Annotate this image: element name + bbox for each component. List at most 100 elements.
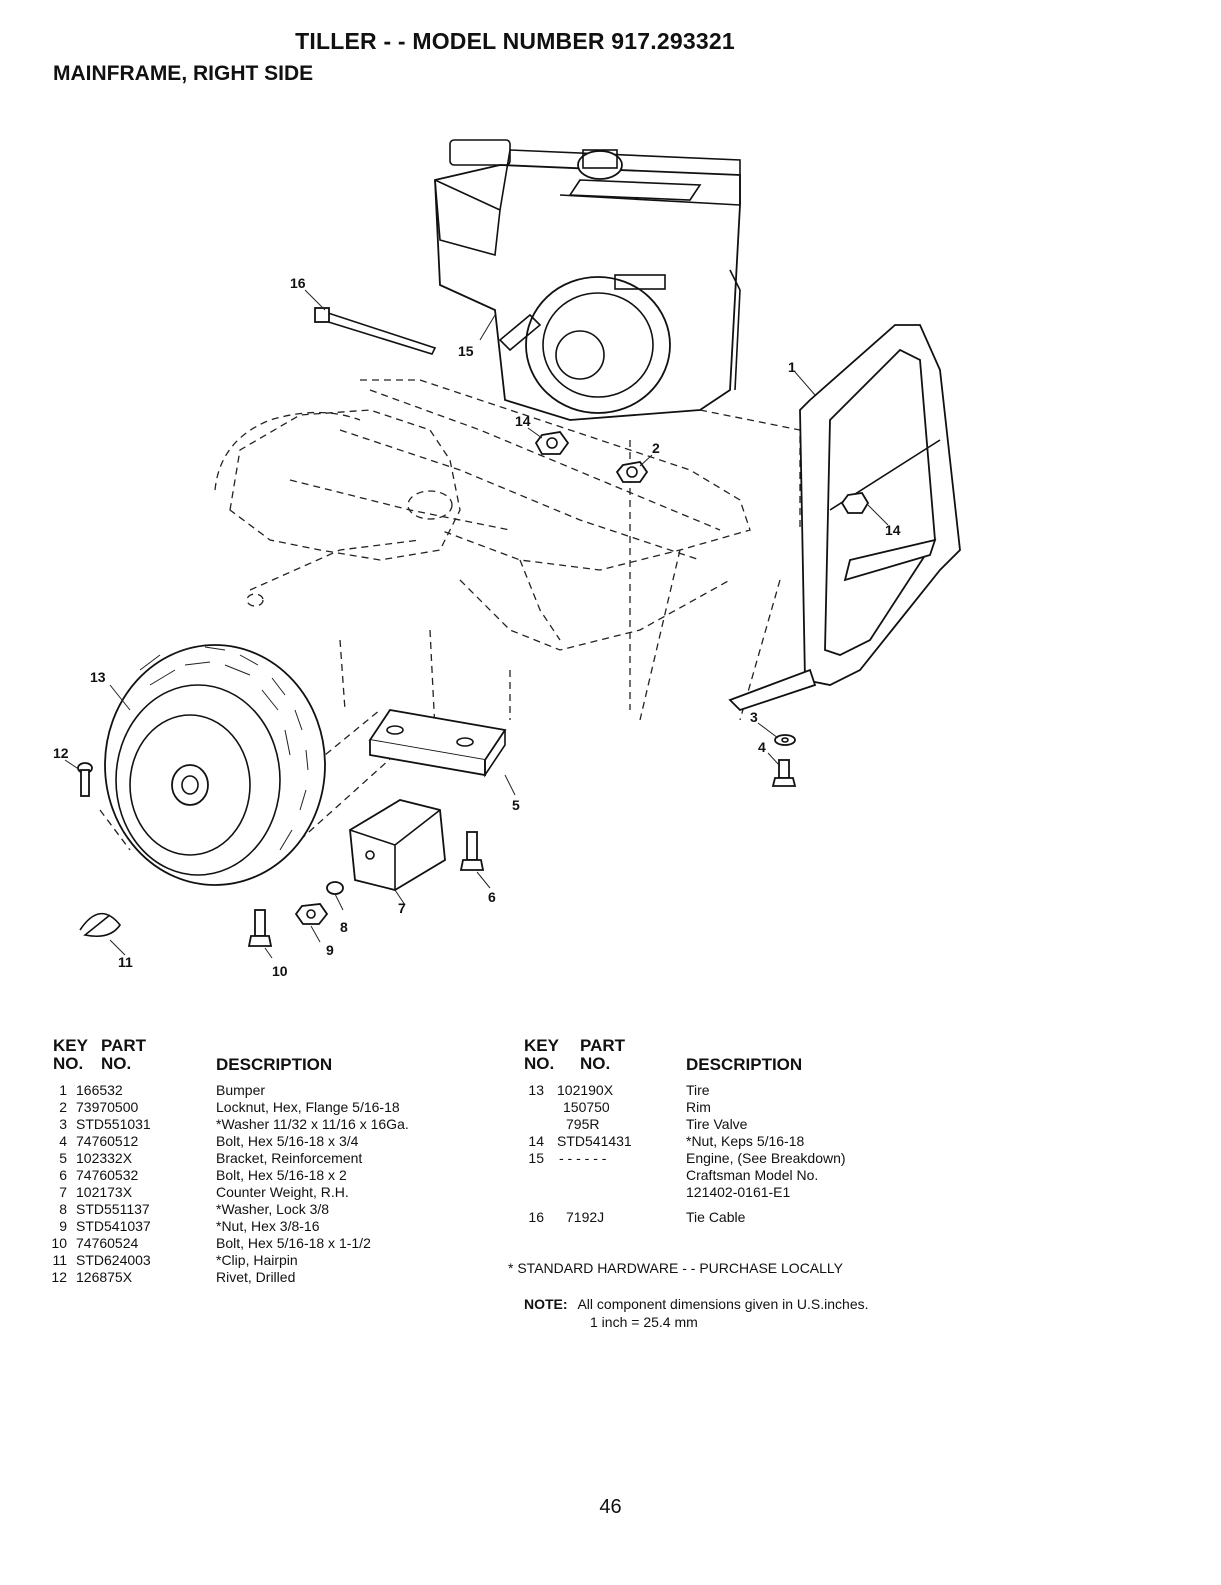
part-no: - - - - - - (559, 1150, 607, 1166)
lock-washer-8 (326, 881, 344, 895)
key-no: 3 (59, 1116, 67, 1132)
part-header-line1: PART (580, 1036, 626, 1055)
table-row: 15 - - - - - - Engine, (See Breakdown) (524, 1150, 984, 1167)
page-number: 46 (599, 1496, 622, 1518)
key-no: 5 (59, 1150, 67, 1166)
part-no: 74760532 (76, 1167, 139, 1183)
table-row: 121402-0161-E1 (524, 1184, 984, 1201)
part-description: Tie Cable (686, 1209, 746, 1225)
part-no: 102173X (76, 1184, 133, 1200)
part-description: Rim (686, 1099, 711, 1115)
description-header: DESCRIPTION (216, 1055, 333, 1074)
parts-table-left: KEY PART NO. NO. DESCRIPTION 1 166532 Bu… (51, 1036, 513, 1326)
part-no: STD551137 (76, 1201, 150, 1217)
part-no: 7192J (566, 1209, 605, 1225)
key-no: 8 (59, 1201, 67, 1217)
callout-8: 8 (340, 919, 348, 935)
keps-nut-14a (534, 431, 570, 455)
table-row: 2 73970500 Locknut, Hex, Flange 5/16-18 (53, 1099, 513, 1116)
part-no: 74760524 (76, 1235, 139, 1251)
note-line2: 1 inch = 25.4 mm (590, 1314, 698, 1330)
table-row: 16 7192J Tie Cable (524, 1209, 984, 1226)
key-no: 1 (59, 1082, 67, 1098)
key-no: 11 (52, 1252, 67, 1268)
description-header: DESCRIPTION (686, 1055, 803, 1074)
note-label: NOTE: (524, 1296, 568, 1312)
key-header-line1: KEY (53, 1036, 88, 1055)
table-row: 7 102173X Counter Weight, R.H. (53, 1184, 513, 1201)
washer-3 (774, 734, 796, 746)
callout-11: 11 (118, 954, 133, 970)
part-description: *Washer 11/32 x 11/16 x 16Ga. (216, 1116, 409, 1132)
page-title: TILLER - - MODEL NUMBER 917.293321 (295, 28, 735, 54)
part-no: 150750 (563, 1099, 610, 1115)
exploded-parts-diagram: 1 2 3 4 5 6 7 8 9 10 11 12 13 14 14 15 1… (53, 139, 961, 979)
table-row: 11 STD624003 *Clip, Hairpin (52, 1252, 513, 1269)
part-description: Engine, (See Breakdown) (686, 1150, 846, 1166)
counter-weight (349, 799, 446, 891)
callout-4: 4 (758, 739, 766, 755)
table-row: 150750 Rim (524, 1099, 984, 1116)
hex-nut-9 (294, 903, 329, 925)
callout-10: 10 (272, 963, 288, 979)
bumper (728, 324, 961, 712)
locknut-2 (615, 461, 649, 483)
drilled-rivet (77, 762, 93, 797)
part-description: *Nut, Keps 5/16-18 (686, 1133, 805, 1149)
key-no: 6 (59, 1167, 67, 1183)
table-row: 5 102332X Bracket, Reinforcement (53, 1150, 513, 1167)
part-header-line1: PART (101, 1036, 147, 1055)
key-no: 12 (51, 1269, 67, 1285)
wheel-tire (104, 644, 326, 886)
part-description: Bolt, Hex 5/16-18 x 2 (216, 1167, 347, 1183)
part-no: STD551031 (76, 1116, 151, 1132)
part-no: 795R (566, 1116, 600, 1132)
hairpin-clip (79, 912, 121, 938)
key-no: 14 (528, 1133, 544, 1149)
bolt-4 (771, 759, 797, 787)
key-header-line2: NO. (53, 1054, 84, 1073)
part-no: 166532 (76, 1082, 123, 1098)
part-no: STD541431 (557, 1133, 632, 1149)
key-no: 9 (59, 1218, 67, 1234)
table-row: 6 74760532 Bolt, Hex 5/16-18 x 2 (53, 1167, 513, 1184)
note-line1: All component dimensions given in U.S.in… (577, 1296, 869, 1312)
part-no: STD541037 (76, 1218, 151, 1234)
part-header-line2: NO. (580, 1054, 611, 1073)
part-description: *Washer, Lock 3/8 (216, 1201, 330, 1217)
callout-labels: 1 2 3 4 5 6 7 8 9 10 11 12 13 14 14 15 1… (53, 275, 901, 979)
table-row: 3 STD551031 *Washer 11/32 x 11/16 x 16Ga… (53, 1116, 513, 1133)
callout-12: 12 (53, 745, 69, 761)
leader-lines (64, 289, 889, 959)
callout-3: 3 (750, 709, 758, 725)
tie-cable (314, 307, 437, 355)
key-header-line2: NO. (524, 1054, 555, 1073)
key-no: 10 (51, 1235, 67, 1251)
table-row: 14 STD541431 *Nut, Keps 5/16-18 (524, 1133, 984, 1150)
part-description: Tire (686, 1082, 710, 1098)
part-no: 73970500 (76, 1099, 139, 1115)
part-description: 121402-0161-E1 (686, 1184, 791, 1200)
part-no: 102190X (557, 1082, 614, 1098)
reinforcement-bracket (368, 709, 507, 778)
callout-14b: 14 (885, 522, 901, 538)
callout-1: 1 (788, 359, 796, 375)
part-description: *Clip, Hairpin (216, 1252, 298, 1268)
key-no: 16 (528, 1209, 544, 1225)
table-row: 13 102190X Tire (524, 1082, 984, 1099)
engine (434, 139, 741, 421)
table-row: Craftsman Model No. (524, 1167, 984, 1184)
callout-15: 15 (458, 343, 474, 359)
bolt-6 (459, 831, 485, 871)
callout-2: 2 (652, 440, 660, 456)
parts-table-right: KEY PART NO. NO. DESCRIPTION 13 102190X … (524, 1036, 984, 1246)
table-row: 4 74760512 Bolt, Hex 5/16-18 x 3/4 (53, 1133, 513, 1150)
callout-6: 6 (488, 889, 496, 905)
table-row: 8 STD551137 *Washer, Lock 3/8 (53, 1201, 513, 1218)
part-description: Bolt, Hex 5/16-18 x 1-1/2 (216, 1235, 371, 1251)
table-row: 795R Tire Valve (524, 1116, 984, 1133)
part-description: Counter Weight, R.H. (216, 1184, 349, 1200)
bolt-10 (247, 909, 273, 947)
table-row: 9 STD541037 *Nut, Hex 3/8-16 (53, 1218, 513, 1235)
part-description: Craftsman Model No. (686, 1167, 819, 1183)
